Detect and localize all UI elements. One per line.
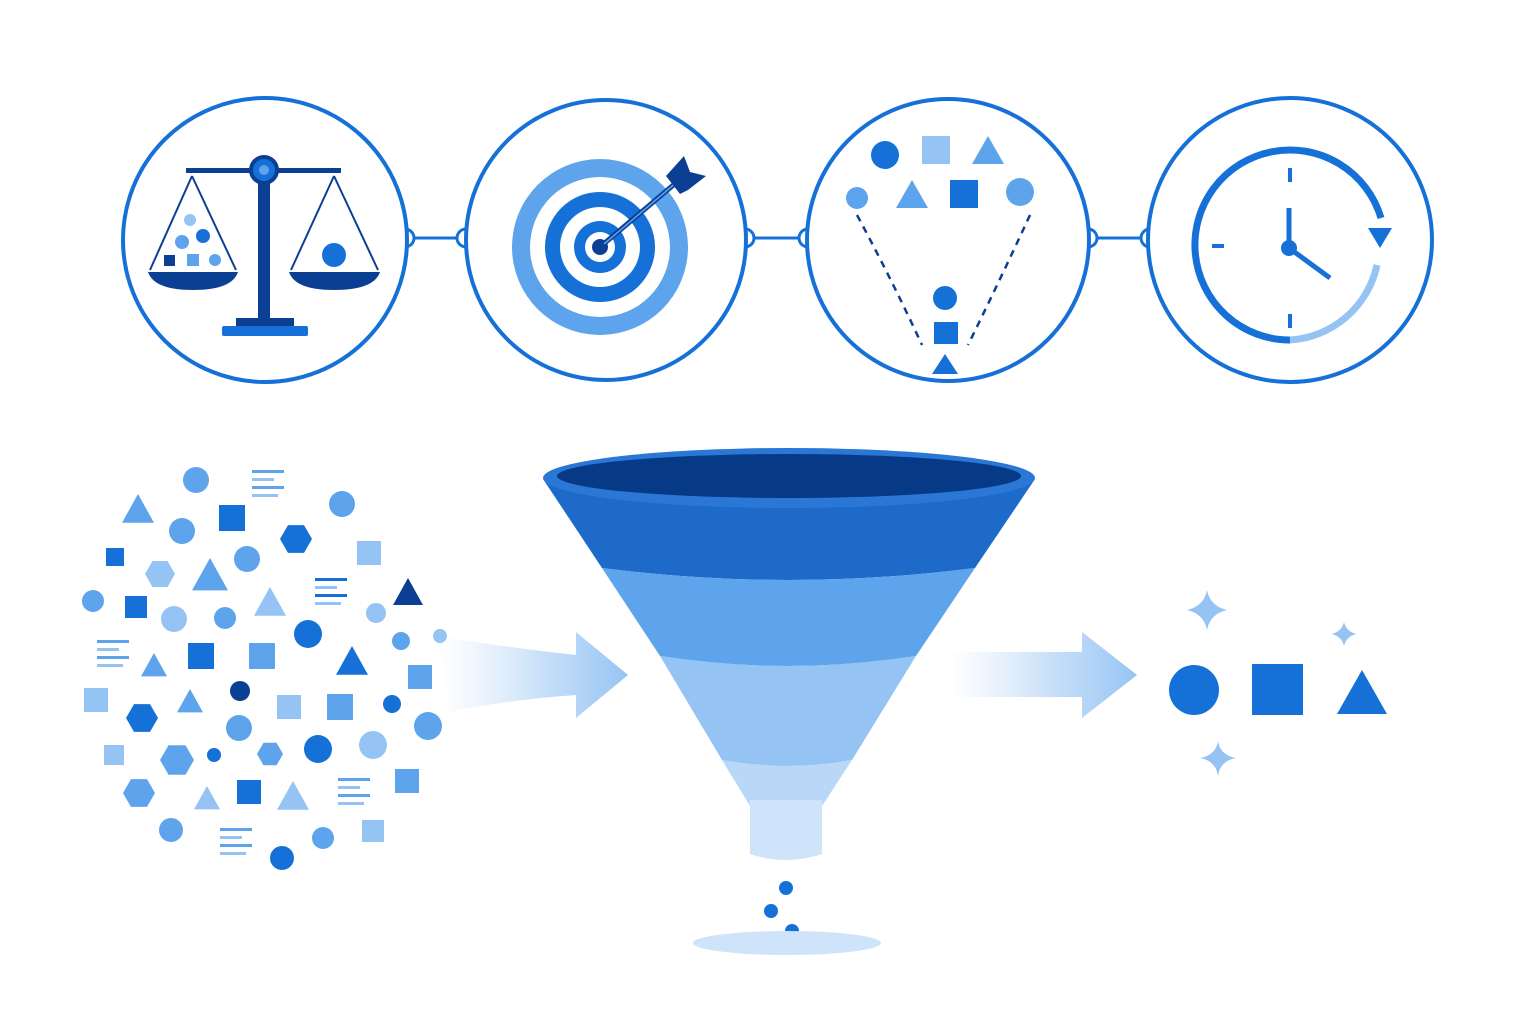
scattered-circle	[82, 590, 104, 612]
top-row	[121, 96, 1434, 384]
scattered-square	[357, 541, 381, 565]
scattered-square	[237, 780, 261, 804]
connector-2	[734, 227, 819, 249]
scattered-circle	[312, 827, 334, 849]
scattered-hexagon	[257, 742, 283, 766]
scattered-triangle	[254, 587, 286, 616]
scattered-square	[125, 596, 147, 618]
sparkle-icon	[1332, 622, 1356, 646]
scattered-triangle	[277, 781, 309, 810]
scattered-shapes-cloud	[82, 467, 447, 870]
scattered-document-icon	[338, 778, 370, 805]
scattered-triangle	[194, 786, 220, 810]
droplet	[779, 881, 793, 895]
scattered-hexagon	[280, 525, 312, 553]
funnel-layer-2	[602, 568, 975, 666]
circle-icon	[1169, 665, 1219, 715]
scattered-circle	[270, 846, 294, 870]
output-pool	[693, 931, 881, 955]
scattered-circle	[329, 491, 355, 517]
scattered-square	[104, 745, 124, 765]
scattered-circle	[392, 632, 410, 650]
scattered-square	[188, 643, 214, 669]
scattered-document-icon	[252, 470, 284, 497]
scattered-circle	[169, 518, 195, 544]
droplet	[764, 904, 778, 918]
scattered-square	[84, 688, 108, 712]
scattered-hexagon	[145, 561, 175, 587]
scattered-square	[408, 665, 432, 689]
scattered-triangle	[192, 558, 228, 591]
sparkle-icon	[1187, 590, 1227, 630]
funnel-mouth	[557, 454, 1021, 498]
scattered-square	[395, 769, 419, 793]
scattered-circle	[234, 546, 260, 572]
scattered-circle	[159, 818, 183, 842]
scattered-square	[327, 694, 353, 720]
scattered-circle	[207, 748, 221, 762]
scattered-triangle	[122, 494, 154, 523]
scattered-circle	[366, 603, 386, 623]
scattered-hexagon	[126, 704, 158, 732]
clock-cycle-icon	[1146, 96, 1434, 384]
filter-funnel	[543, 448, 1035, 955]
scattered-square	[219, 505, 245, 531]
funnel-layer-1	[545, 482, 1033, 580]
funnel-layer-3	[660, 656, 916, 766]
scattered-square	[106, 548, 124, 566]
balance-scale-icon	[121, 96, 409, 384]
scattered-circle	[183, 467, 209, 493]
scattered-hexagon	[160, 745, 194, 775]
scattered-circle	[214, 607, 236, 629]
scattered-triangle	[141, 653, 167, 677]
scattered-triangle	[393, 578, 423, 605]
sparkle-icon	[1200, 741, 1236, 776]
scattered-circle	[414, 712, 442, 740]
scattered-circle	[383, 695, 401, 713]
scattered-hexagon	[123, 779, 155, 807]
scattered-circle	[161, 606, 187, 632]
scattered-circle	[294, 620, 322, 648]
scattered-triangle	[177, 689, 203, 713]
scattered-document-icon	[315, 578, 347, 605]
scattered-square	[249, 643, 275, 669]
scattered-square	[362, 820, 384, 842]
target-arrow-icon	[464, 98, 748, 382]
scattered-document-icon	[220, 828, 252, 855]
shape-sorting-icon	[805, 97, 1091, 383]
funnel-layer-4	[722, 760, 852, 806]
scattered-square	[277, 695, 301, 719]
scattered-circle	[230, 681, 250, 701]
scattered-document-icon	[97, 640, 129, 667]
square-icon	[1252, 664, 1303, 715]
scattered-circle	[304, 735, 332, 763]
output-shapes	[1169, 590, 1387, 776]
triangle-icon	[1337, 670, 1387, 714]
scattered-circle	[226, 715, 252, 741]
scattered-triangle	[336, 646, 368, 675]
scattered-circle	[359, 731, 387, 759]
funnel-spout	[750, 800, 822, 860]
output-arrow	[948, 632, 1137, 718]
input-arrow	[438, 632, 628, 718]
